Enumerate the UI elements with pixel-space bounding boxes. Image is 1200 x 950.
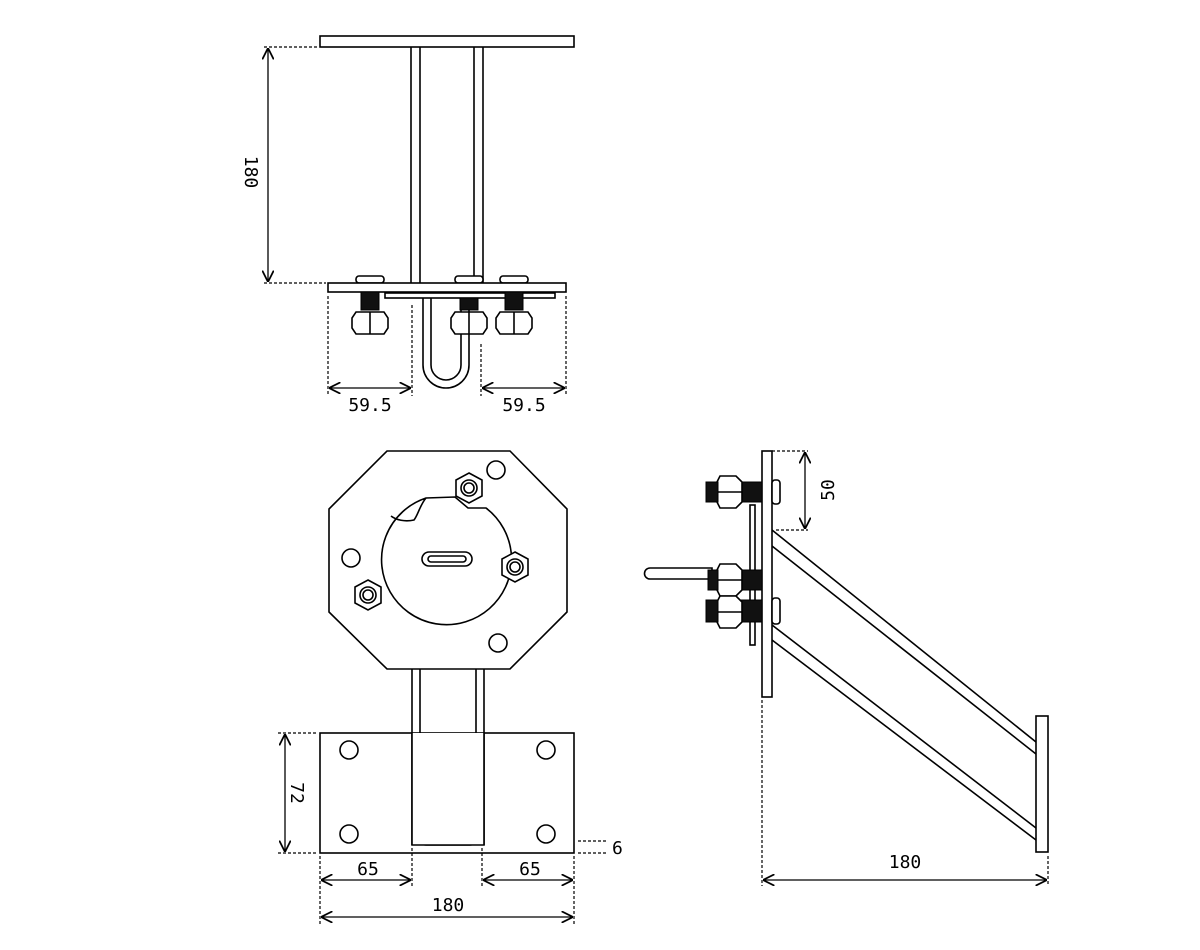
side-bolts [705,475,781,629]
dim-depth-180: 180 [761,700,1049,886]
mount-plate [761,450,773,698]
dim-left-65: 65 [319,848,413,925]
octagon-plate [328,450,568,670]
dim-label: 65 [357,859,379,880]
side-view: 50 180 [643,450,1049,886]
dim-offset-50: 50 [772,450,839,531]
struts [771,529,1037,841]
dim-label: 50 [818,479,839,501]
base-holes [339,740,556,844]
dim-label: 180 [889,852,922,873]
u-bolt [422,298,470,389]
bottom-plate [327,282,567,293]
dim-thickness-6: 6 [578,838,623,859]
dim-label: 180 [432,895,465,916]
dim-label: 59.5 [502,395,545,416]
mounting-holes [341,460,508,653]
wall-plate [1035,715,1049,853]
bolt-heads [355,275,529,284]
dim-width-180: 180 [321,895,573,917]
dim-label: 59.5 [348,395,391,416]
dim-left-59-5: 59.5 [327,296,413,416]
clamp-plate [384,292,556,299]
dim-right-65: 65 [481,848,575,925]
top-view: 180 59.5 59.5 [240,35,575,416]
rotating-disc [380,496,513,626]
dim-right-59-5: 59.5 [480,296,567,416]
stem-front [411,733,485,846]
slot [421,551,473,567]
nuts [351,291,533,335]
front-view: 72 6 65 65 180 [278,450,623,925]
u-bolt-rod [643,567,713,580]
dim-label: 180 [240,156,261,189]
dim-height-180: 180 [240,46,326,284]
dim-base-72: 72 [278,732,318,854]
stem [410,47,484,283]
dim-label: 65 [519,859,541,880]
hex-nuts [354,472,529,611]
top-plate [319,35,575,48]
dim-label: 6 [612,838,623,859]
dim-label: 72 [286,782,307,804]
